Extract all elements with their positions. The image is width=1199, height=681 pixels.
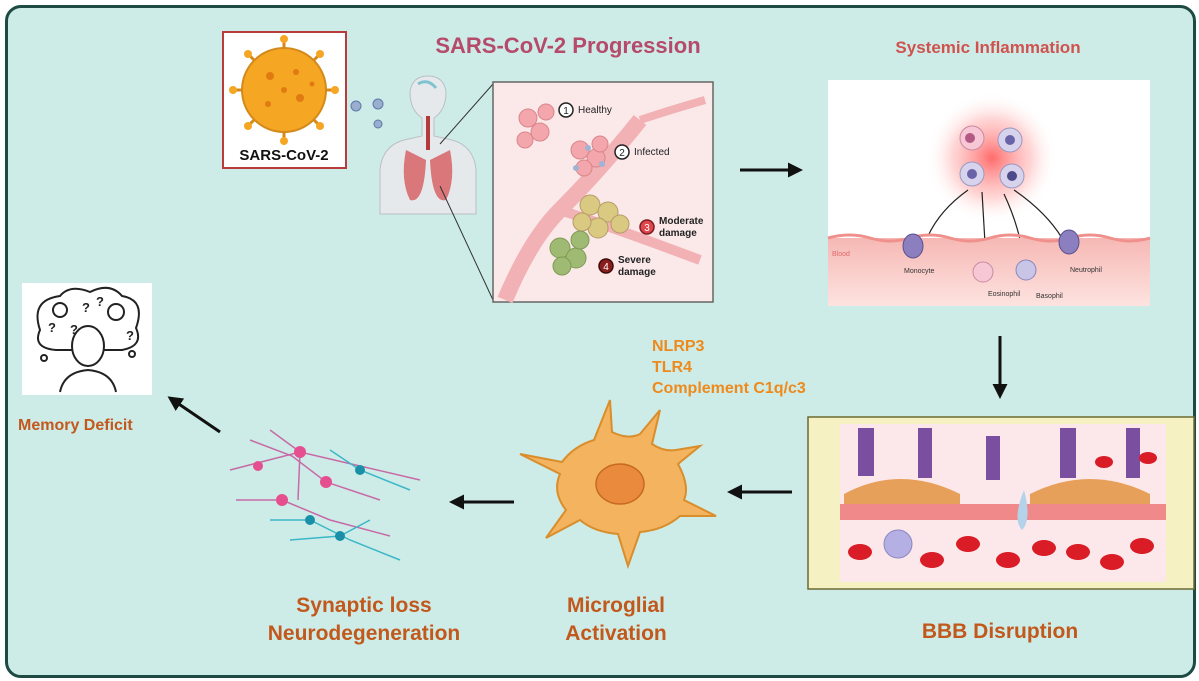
microglial-line-1: Microglial xyxy=(566,594,666,617)
bbb-disruption-label: BBB Disruption xyxy=(921,620,1079,643)
stage-marker-1: 1 xyxy=(558,102,574,118)
stage-label-moderate-2: damage xyxy=(659,228,697,239)
systemic-inflammation-label: Systemic Inflammation xyxy=(895,38,1081,57)
alveoli-panel: 1 Healthy 2 Infected 3 Moderate damage 4… xyxy=(492,81,714,304)
stage-number: 4 xyxy=(603,262,609,273)
stage-marker-2: 2 xyxy=(614,144,630,160)
bbb-panel xyxy=(807,416,1195,590)
memory-head-icon xyxy=(36,286,140,393)
pathway-nlrp3: NLRP3 xyxy=(652,338,705,355)
stage-marker-4: 4 xyxy=(598,258,614,274)
blood-brain-barrier-icon xyxy=(840,428,1166,570)
microglia-icon xyxy=(519,399,717,570)
basophil-label: Basophil xyxy=(1036,293,1063,300)
stage-label-healthy: Healthy xyxy=(578,105,612,116)
eosinophil-label: Eosinophil xyxy=(988,291,1021,298)
neuron-network-icon xyxy=(229,429,421,561)
stage-label-infected: Infected xyxy=(634,147,670,158)
eosinophil-cell xyxy=(972,261,994,283)
memory-panel: ??? ?? xyxy=(22,283,152,395)
svg-text:?: ? xyxy=(70,322,78,337)
basophil-cell xyxy=(1015,259,1037,281)
neutrophil-label: Neutrophil xyxy=(1070,267,1102,274)
arrow-icon xyxy=(167,396,221,434)
synaptic-loss-label: Synaptic loss Neurodegeneration xyxy=(268,592,461,648)
question-marks: ??? ?? xyxy=(48,294,134,343)
blood-label: Blood xyxy=(832,251,850,258)
pathway-list: NLRP3 TLR4 Complement C1q/c3 xyxy=(652,336,806,399)
stage-number: 1 xyxy=(563,106,569,117)
pathway-tlr4: TLR4 xyxy=(652,359,692,376)
stage-number: 2 xyxy=(619,148,625,159)
flow-arrows xyxy=(167,162,1008,510)
monocyte-label: Monocyte xyxy=(904,268,934,275)
monocyte-cell xyxy=(902,233,924,259)
stage-label-severe-2: damage xyxy=(618,267,656,278)
immune-cells-icon xyxy=(959,125,1025,189)
zoom-lines xyxy=(439,83,494,301)
inflammation-panel: Blood Monocyte Eosinophil Basophil Neutr… xyxy=(827,80,1151,306)
svg-text:?: ? xyxy=(82,300,90,315)
memory-deficit-label: Memory Deficit xyxy=(18,417,133,434)
synaptic-line-2: Neurodegeneration xyxy=(267,622,461,645)
diagram-title: SARS-CoV-2 Progression xyxy=(435,33,701,58)
small-virus-icon xyxy=(350,98,384,129)
sars-cov-2-box: SARS-CoV-2 xyxy=(222,31,347,169)
stage-label-severe: Severe xyxy=(618,255,651,266)
pathway-complement: Complement C1q/c3 xyxy=(652,380,806,397)
virus-label: SARS-CoV-2 xyxy=(239,147,328,164)
stage-marker-3: 3 xyxy=(639,219,655,235)
synaptic-line-1: Synaptic loss xyxy=(296,594,432,617)
svg-text:?: ? xyxy=(96,294,104,309)
microglial-line-2: Activation xyxy=(565,622,667,645)
microglial-activation-label: Microglial Activation xyxy=(565,592,667,648)
neutrophil-cell xyxy=(1058,229,1080,255)
svg-text:?: ? xyxy=(126,328,134,343)
stage-label-moderate: Moderate xyxy=(659,216,704,227)
svg-text:?: ? xyxy=(48,320,56,335)
inflammation-glow xyxy=(926,92,1058,224)
stage-number: 3 xyxy=(644,223,650,234)
human-lungs-icon xyxy=(379,75,477,215)
virus-icon xyxy=(229,35,339,145)
